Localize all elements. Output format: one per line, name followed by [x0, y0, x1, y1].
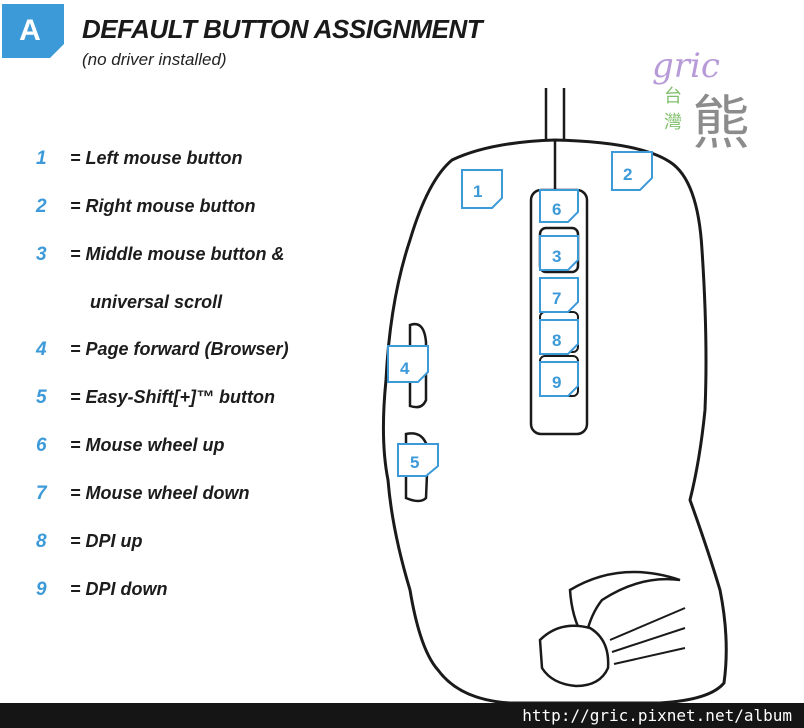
tag-dpi-up: 8 — [539, 319, 579, 355]
tag-left-button: 1 — [461, 169, 503, 209]
watermark-text: gric — [652, 46, 720, 86]
page-title: DEFAULT BUTTON ASSIGNMENT — [82, 14, 483, 44]
page-subtitle: (no driver installed) — [82, 50, 227, 69]
watermark-cjk: 台 — [664, 86, 682, 106]
tag-number: 8 — [552, 331, 561, 350]
legend-number: 2 — [36, 196, 47, 217]
legend-number: 3 — [36, 244, 47, 265]
section-label: A — [19, 14, 41, 47]
tag-number: 2 — [623, 165, 632, 184]
tag-number: 1 — [473, 182, 482, 201]
watermark: gric 台 灣 熊 — [640, 46, 760, 156]
watermark-cjk: 熊 — [692, 91, 751, 156]
logo-lines — [609, 607, 686, 665]
tag-wheel-up: 6 — [539, 189, 579, 223]
legend-number: 6 — [36, 435, 47, 456]
tag-number: 4 — [400, 359, 410, 378]
tag-dpi-down: 9 — [539, 361, 579, 397]
legend-text: = Easy-Shift[+]™ button — [70, 387, 276, 407]
logo-head — [538, 624, 610, 688]
legend-text: = DPI up — [70, 531, 143, 551]
legend-text: = DPI down — [70, 579, 168, 599]
section-badge: A — [2, 4, 64, 58]
tag-number: 5 — [410, 453, 419, 472]
tag-right-button: 2 — [611, 151, 653, 191]
legend-number: 9 — [36, 579, 47, 600]
legend-text: universal scroll — [90, 292, 223, 312]
watermark-footer: http://gric.pixnet.net/album — [0, 703, 804, 728]
tag-easy-shift: 5 — [397, 443, 439, 477]
mouse-diagram: 1 2 6 3 7 8 9 4 — [381, 88, 728, 703]
legend-text: = Mouse wheel up — [70, 435, 225, 455]
tag-number: 9 — [552, 373, 561, 392]
tag-wheel-down: 7 — [539, 277, 579, 313]
legend-text: = Page forward (Browser) — [70, 339, 289, 359]
tag-page-forward: 4 — [387, 345, 429, 383]
legend-text: = Left mouse button — [70, 148, 243, 168]
tag-number: 3 — [552, 247, 561, 266]
legend-text: = Middle mouse button & — [70, 244, 285, 264]
legend-number: 8 — [36, 531, 47, 552]
mouse-cable — [544, 88, 566, 142]
tag-number: 7 — [552, 289, 561, 308]
legend-number: 7 — [36, 483, 47, 504]
legend-text: = Mouse wheel down — [70, 483, 250, 503]
legend-number: 4 — [36, 339, 47, 360]
footer-url: http://gric.pixnet.net/album — [522, 706, 792, 725]
legend-text: = Right mouse button — [70, 196, 256, 216]
legend-number: 5 — [36, 387, 47, 408]
tag-middle-button: 3 — [539, 235, 579, 271]
watermark-cjk: 灣 — [664, 112, 682, 132]
tag-number: 6 — [552, 200, 561, 219]
legend-number: 1 — [36, 148, 47, 169]
